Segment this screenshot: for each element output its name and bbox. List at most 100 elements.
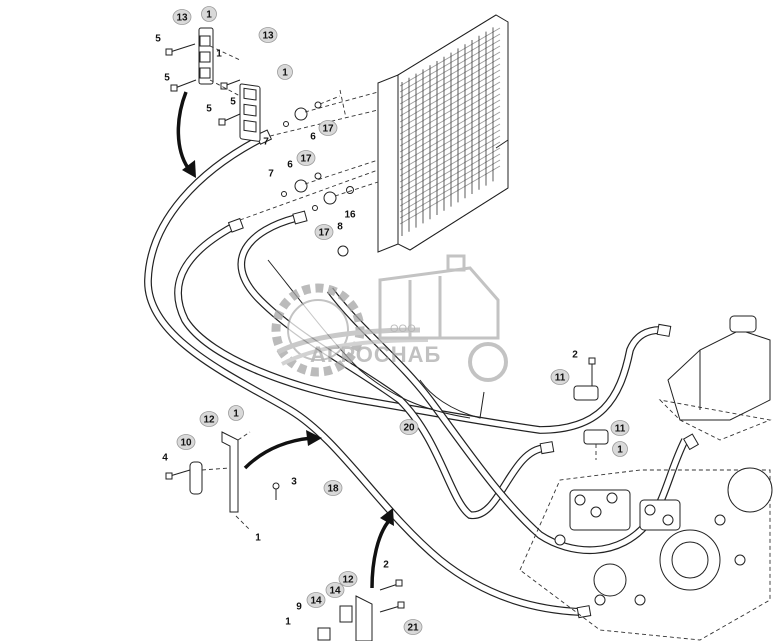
fitting-mid-1 (227, 217, 244, 233)
callout-label: 13 (176, 13, 188, 24)
callout-bubble (403, 619, 423, 635)
cooler-fin-cross (399, 159, 501, 219)
callout-label: 10 (180, 438, 192, 449)
transmission-housing (519, 467, 773, 641)
callout-label: 2 (572, 350, 578, 361)
callout: 3 (291, 477, 297, 488)
fitting-bottom (576, 605, 592, 619)
callout-label: 13 (262, 31, 274, 42)
callout: 12 (338, 571, 358, 587)
callout-bubble (318, 120, 338, 136)
cooler-fin-cross (399, 87, 501, 147)
callout-label: 11 (615, 424, 626, 435)
callout: 10 (176, 434, 196, 450)
callout-label: 1 (285, 617, 291, 628)
fitting-right-1 (656, 323, 672, 337)
cooler-fin-cross (399, 39, 501, 99)
callout-label: 5 (155, 34, 161, 45)
gear-bolt (644, 504, 656, 516)
callout: 5 (230, 97, 236, 108)
callout-label: 17 (322, 124, 334, 135)
callout-label: 5 (206, 104, 212, 115)
hose-clamp-upper (573, 357, 599, 401)
callout-bubble (550, 369, 570, 385)
callout: 1 (216, 49, 222, 60)
callout: 18 (323, 480, 343, 496)
callout: 1 (612, 441, 628, 457)
callout-label: 14 (329, 586, 341, 597)
fitting-mid-2 (292, 210, 308, 225)
callout: 1 (285, 617, 291, 628)
cooler-fin-cross (399, 111, 501, 171)
callout-label: 1 (233, 409, 239, 420)
cooler-fin-cross (399, 141, 501, 201)
fitting-right-3 (682, 433, 700, 451)
callout-label: 4 (162, 453, 168, 464)
watermark-logo: ООО АГРОСНАБ (271, 254, 508, 382)
callout-bubble (314, 224, 334, 240)
callout-label: 9 (296, 602, 302, 613)
combine-harvester-icon (378, 254, 508, 382)
cooler-fin-cross (399, 27, 501, 87)
callout-bubble (228, 405, 244, 421)
callout-label: 3 (291, 477, 297, 488)
callout: 1 (228, 405, 244, 421)
bracket-bottom (317, 579, 405, 641)
callout-label: 17 (300, 154, 312, 165)
cooler-fin-cross (399, 51, 501, 111)
callout: 11 (610, 420, 630, 436)
gear-bolt (590, 506, 602, 518)
gear-bolt (594, 594, 606, 606)
gear-bolt (714, 514, 726, 526)
callout: 14 (325, 582, 345, 598)
callout: 2 (572, 350, 578, 361)
callout-bubble (610, 420, 630, 436)
callout-bubble (199, 411, 219, 427)
assembly-arrow-3 (370, 508, 394, 589)
callout: 5 (206, 104, 212, 115)
callout-label: 18 (327, 484, 339, 495)
gear-bolt (574, 494, 586, 506)
gear-bolt (554, 534, 566, 546)
callout: 5 (155, 34, 161, 45)
cooler-fin-cross (399, 99, 501, 159)
callout: 1 (201, 6, 217, 22)
cooler-fin-cross (399, 45, 501, 105)
callout: 7 (268, 169, 274, 180)
callout-bubble (338, 571, 358, 587)
callout: 17 (296, 150, 316, 166)
callout-label: 20 (403, 423, 415, 434)
callout-bubble (306, 592, 326, 608)
callout-label: 14 (310, 596, 322, 607)
callout: 5 (164, 73, 170, 84)
gear-bolt (662, 514, 674, 526)
callout-label: 1 (617, 445, 623, 456)
callout-label: 7 (263, 137, 269, 148)
cooler-fin-cross (399, 69, 501, 129)
cooler-fin-cross (399, 33, 501, 93)
callout-bubble (612, 441, 628, 457)
hydraulic-tank (658, 315, 772, 441)
callout-label: 2 (383, 560, 389, 571)
callout-label: 12 (203, 415, 215, 426)
callout: 11 (550, 369, 570, 385)
callout: 17 (318, 120, 338, 136)
cooler-fin-cross (399, 153, 501, 213)
callout-label: 5 (230, 97, 236, 108)
callout-label: 6 (310, 132, 316, 143)
callout-bubble (172, 9, 192, 25)
cooler-fins (399, 27, 501, 236)
watermark-company-prefix: ООО (390, 323, 416, 335)
callout: 8 (337, 222, 343, 233)
callout-label: 17 (318, 228, 330, 239)
callout-label: 1 (282, 68, 288, 79)
callout-label: 21 (407, 623, 419, 634)
gear-detail (554, 492, 746, 606)
callout-bubble (296, 150, 316, 166)
callout-bubble (325, 582, 345, 598)
callout: 6 (310, 132, 316, 143)
assembly-arrow-2 (243, 430, 322, 470)
callout: 13 (258, 27, 278, 43)
callout: 6 (287, 160, 293, 171)
